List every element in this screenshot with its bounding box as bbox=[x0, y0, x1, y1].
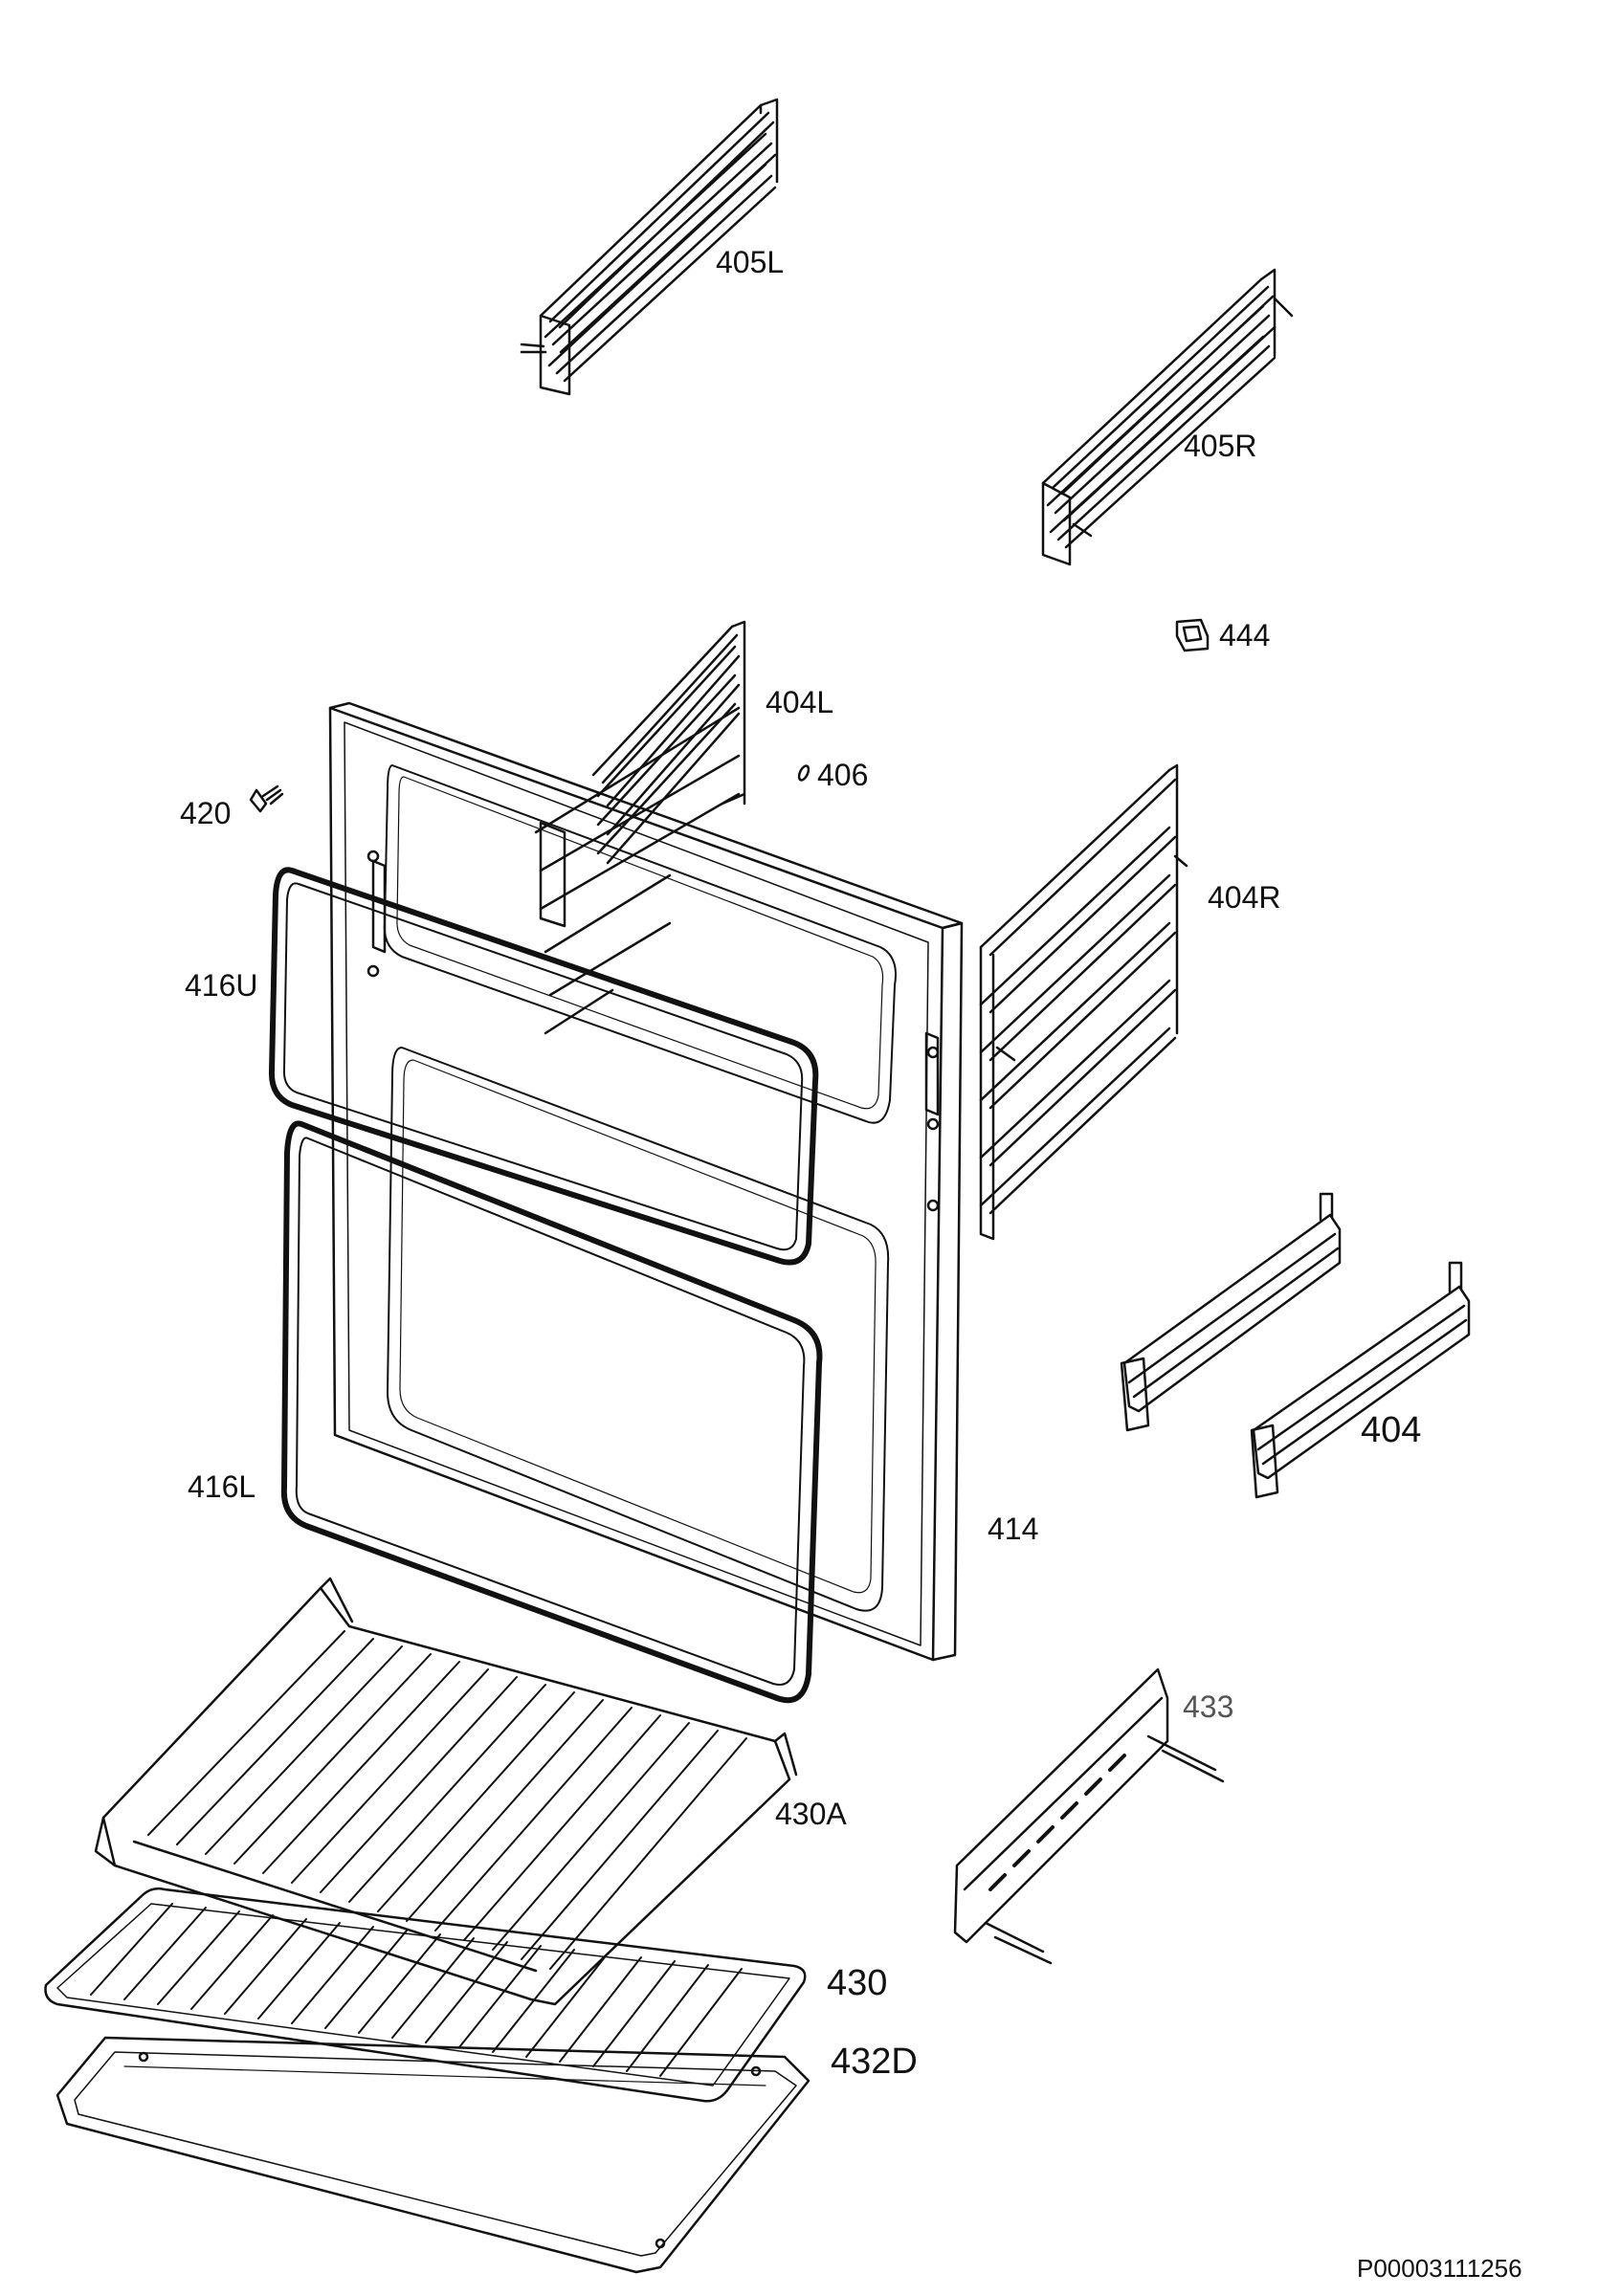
part-430A-wire-shelf bbox=[94, 1577, 798, 2006]
label-405L: 405L bbox=[716, 245, 785, 279]
label-416L: 416L bbox=[188, 1469, 256, 1504]
part-404L-side-rack bbox=[534, 620, 746, 1035]
label-430: 430 bbox=[827, 1963, 888, 2003]
label-416U: 416U bbox=[185, 968, 258, 1003]
label-420: 420 bbox=[180, 796, 232, 830]
label-404R: 404R bbox=[1208, 880, 1281, 915]
label-404: 404 bbox=[1361, 1410, 1422, 1450]
part-416L-door-seal bbox=[280, 1120, 823, 1704]
document-id: P00003111256 bbox=[1357, 2254, 1522, 2283]
label-430A: 430A bbox=[775, 1797, 847, 1831]
label-444: 444 bbox=[1219, 618, 1271, 652]
part-404-telescopic-runners bbox=[1120, 1192, 1471, 1499]
part-405R-shelf-runner bbox=[1041, 268, 1294, 566]
part-406-screw bbox=[797, 764, 810, 782]
part-420-screw bbox=[249, 784, 284, 813]
part-430-wire-grid bbox=[44, 1887, 807, 2103]
part-444-clip bbox=[1175, 618, 1210, 652]
label-433: 433 bbox=[1183, 1689, 1234, 1724]
label-414: 414 bbox=[988, 1512, 1039, 1546]
part-405L-shelf-runner bbox=[520, 98, 779, 396]
part-414-oven-panel bbox=[328, 701, 964, 1662]
label-405R: 405R bbox=[1184, 429, 1257, 463]
label-406: 406 bbox=[817, 758, 869, 792]
part-404R-side-rack bbox=[979, 763, 1188, 1241]
part-416U-door-seal bbox=[268, 867, 819, 1266]
label-432D: 432D bbox=[831, 2042, 918, 2082]
label-404L: 404L bbox=[766, 685, 834, 719]
part-432D-baking-tray bbox=[56, 2036, 810, 2274]
part-433-deflector bbox=[953, 1667, 1225, 1965]
